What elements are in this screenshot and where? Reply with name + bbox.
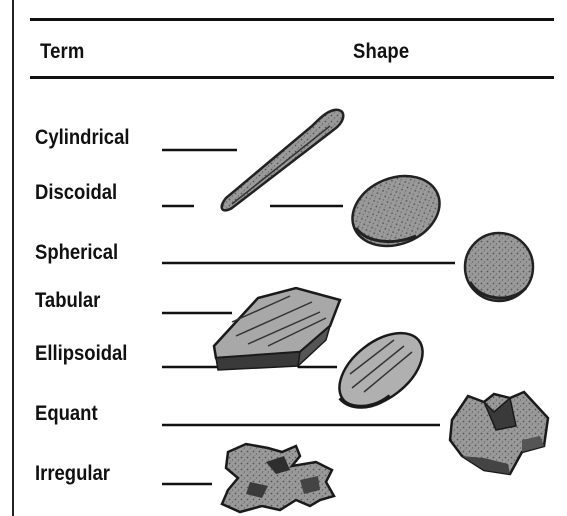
spherical-shape-icon <box>465 233 533 301</box>
tabular-shape-icon <box>214 288 340 370</box>
discoidal-shape-icon <box>342 164 450 259</box>
cylindrical-shape-icon <box>222 110 344 211</box>
equant-shape-icon <box>450 392 548 474</box>
ellipsoidal-shape-icon <box>326 318 436 421</box>
irregular-shape-icon <box>222 444 334 512</box>
